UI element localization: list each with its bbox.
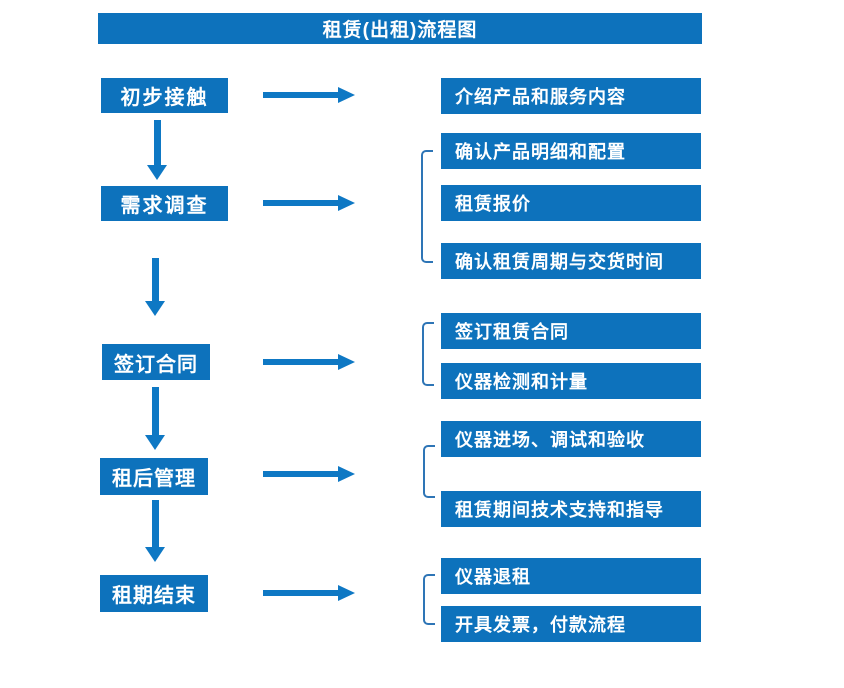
arrow-shaft [263, 359, 338, 365]
flow-detail-confirm-rental-period-delivery: 确认租赁周期与交货时间 [441, 243, 701, 279]
flow-step-sign-contract: 签订合同 [102, 344, 210, 380]
bracket-group-rental-end-details [423, 574, 435, 625]
arrow-right-rental-end [263, 585, 355, 601]
arrow-head-icon [338, 585, 355, 601]
arrow-head-icon [145, 547, 165, 562]
flow-step-rental-end: 租期结束 [100, 575, 208, 612]
bracket-group-post-rental-details [423, 445, 435, 498]
flow-detail-introduce-products-services: 介绍产品和服务内容 [441, 78, 701, 114]
arrow-shaft [263, 200, 338, 206]
arrow-shaft [263, 471, 338, 477]
arrow-head-icon [145, 435, 165, 450]
arrow-right-sign-contract [263, 354, 355, 370]
diagram-title: 租赁(出租)流程图 [322, 20, 478, 41]
arrow-shaft [154, 120, 161, 166]
arrow-down-step1-to-step2 [147, 120, 168, 180]
arrow-head-icon [338, 87, 355, 103]
bracket-group-demand-survey-details [421, 150, 433, 263]
arrow-down-step2-to-step3 [145, 258, 166, 316]
arrow-down-step3-to-step4 [145, 387, 166, 450]
bracket-group-sign-contract-details [422, 322, 434, 386]
flow-detail-instrument-testing-metering: 仪器检测和计量 [441, 363, 701, 399]
diagram-title-bar: 租赁(出租)流程图 [98, 13, 702, 44]
arrow-head-icon [338, 466, 355, 482]
flow-detail-sign-rental-contract: 签订租赁合同 [441, 313, 701, 349]
flow-detail-confirm-product-details-config: 确认产品明细和配置 [441, 133, 701, 169]
arrow-shaft [263, 590, 338, 596]
arrow-shaft [263, 92, 338, 98]
flow-detail-rental-quotation: 租赁报价 [441, 185, 701, 221]
arrow-right-post-rental-management [263, 466, 355, 482]
flow-detail-rental-period-tech-support: 租赁期间技术支持和指导 [441, 491, 701, 527]
arrow-head-icon [147, 165, 167, 180]
arrow-right-demand-survey [263, 195, 355, 211]
arrow-shaft [152, 500, 159, 548]
flow-step-initial-contact: 初步接触 [101, 78, 228, 113]
flow-detail-invoice-payment-process: 开具发票，付款流程 [441, 606, 701, 642]
arrow-head-icon [338, 195, 355, 211]
arrow-shaft [152, 387, 159, 436]
arrow-right-initial-contact [263, 87, 355, 103]
flow-detail-instrument-entry-debug-acceptance: 仪器进场、调试和验收 [441, 421, 701, 457]
flow-detail-instrument-return: 仪器退租 [441, 558, 701, 594]
arrow-shaft [152, 258, 159, 302]
flow-step-post-rental-management: 租后管理 [100, 458, 208, 495]
arrow-down-step4-to-step5 [145, 500, 166, 562]
arrow-head-icon [338, 354, 355, 370]
arrow-head-icon [145, 301, 165, 316]
flow-step-demand-survey: 需求调查 [101, 186, 228, 221]
